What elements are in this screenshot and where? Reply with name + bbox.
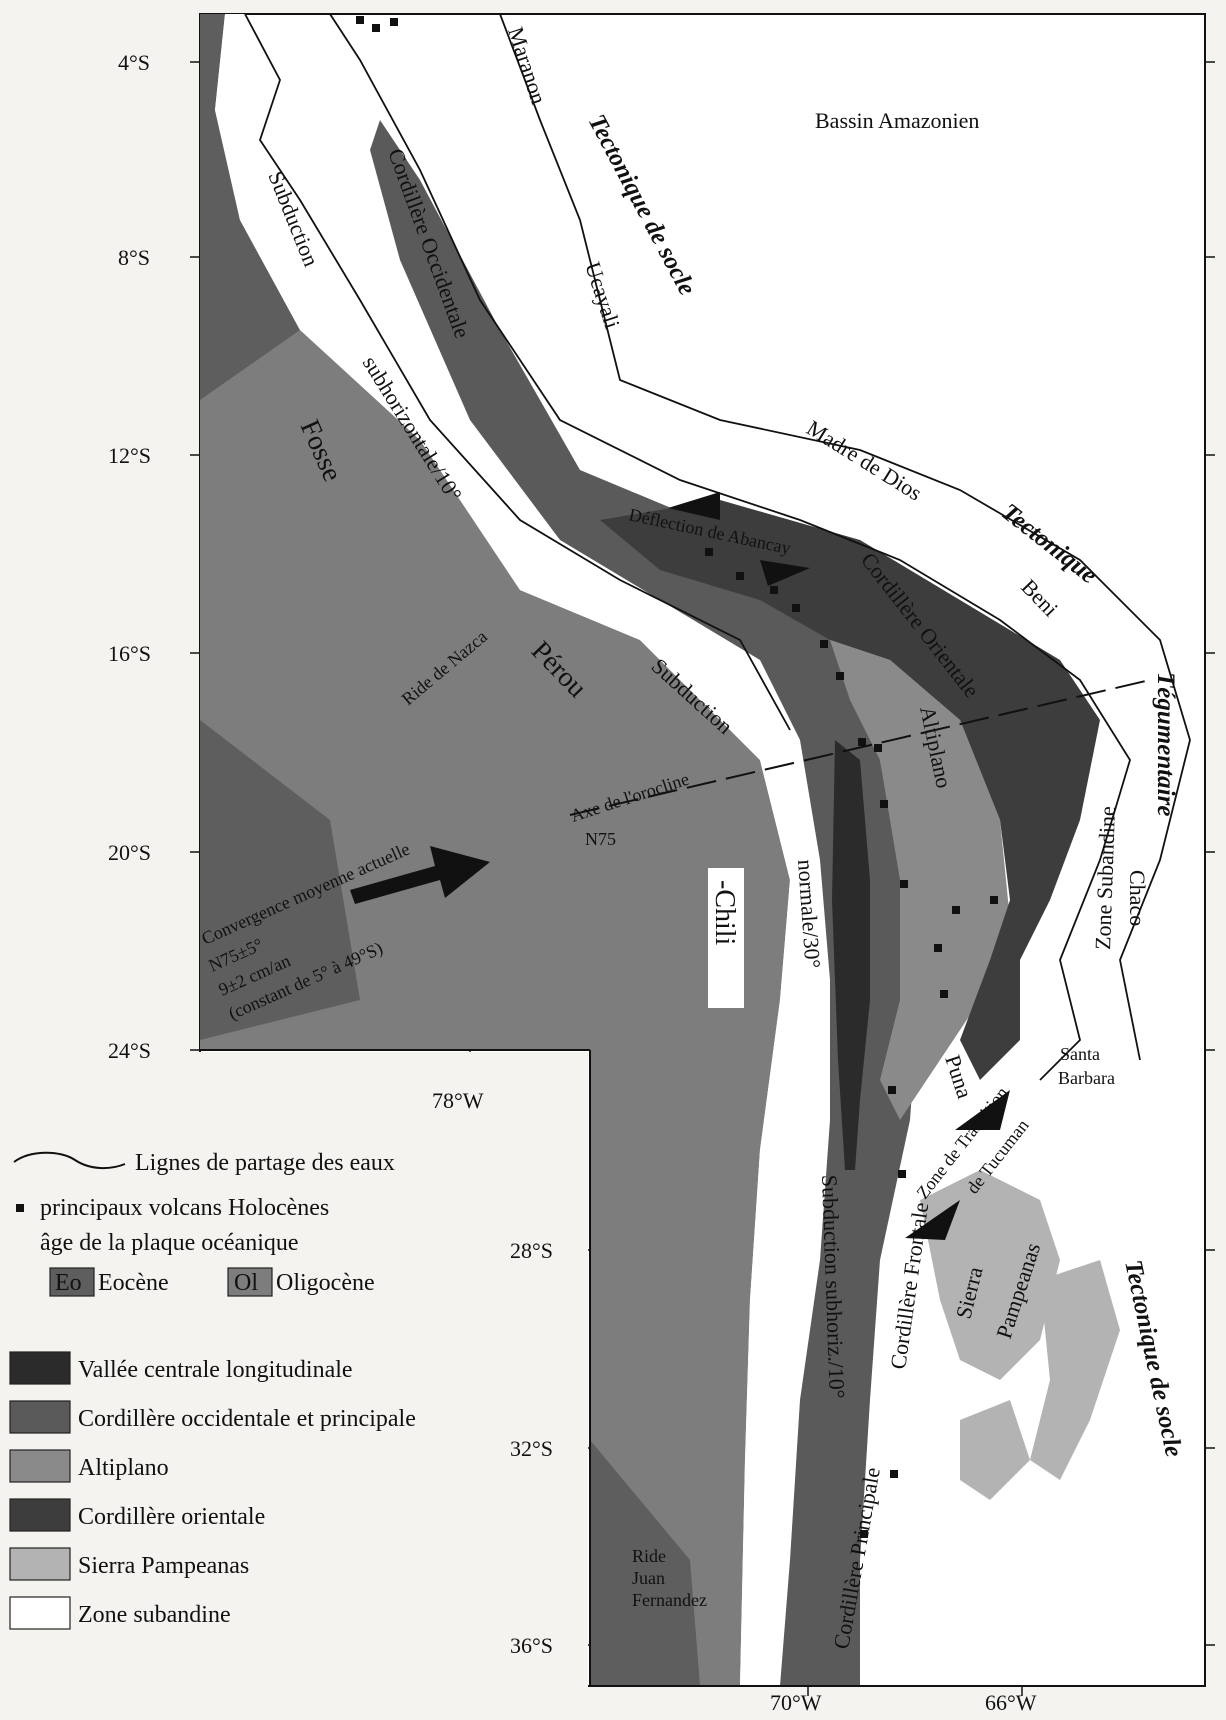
legend-unit-swatch-5	[9, 1596, 71, 1630]
legend-unit-swatch-1	[9, 1400, 71, 1434]
deflection-arrow-right	[760, 560, 810, 586]
legend-unit-swatch-3	[9, 1498, 71, 1532]
cordillera-occidentale	[370, 120, 920, 1686]
trench-strip	[215, 14, 820, 1686]
chili-label-box	[708, 868, 744, 1008]
legend-unit-label-5: Zone subandine	[78, 1602, 231, 1628]
legend: Lignes de partage des eaux principaux vo…	[9, 1150, 416, 1630]
legend-unit-label-4: Sierra Pampeanas	[78, 1553, 249, 1579]
legend-area-bg	[0, 1052, 588, 1715]
central-valley	[832, 740, 870, 1170]
legend-watershed-label: Lignes de partage des eaux	[135, 1150, 395, 1176]
watershed-line-coast	[244, 13, 791, 731]
label-bassin-amazonien: Bassin Amazonien	[815, 108, 979, 133]
legend-units: Vallée centrale longitudinaleCordillère …	[9, 1351, 416, 1630]
lat-label-28s: 28°S	[510, 1238, 553, 1263]
volcano-markers	[356, 16, 998, 1538]
deflection-arrow-left	[668, 492, 720, 520]
legend-unit-label-3: Cordillère orientale	[78, 1504, 265, 1530]
orocline-axis	[569, 679, 1151, 816]
oceanic-plate-eocene-sw	[200, 720, 360, 1040]
legend-ol-swatch	[227, 1267, 273, 1297]
legend-plate-age-label: âge de la plaque océanique	[40, 1230, 299, 1256]
legend-ol-code: Ol	[234, 1270, 258, 1296]
label-chaco: Chaco	[1125, 870, 1150, 926]
lat-label-20s: 20°S	[108, 840, 151, 865]
label-barbara: Barbara	[1058, 1068, 1115, 1088]
legend-ol-label: Oligocène	[276, 1270, 375, 1296]
sierra-pampeanas-3	[960, 1400, 1030, 1500]
watershed-line-east	[499, 13, 1191, 1061]
legend-unit-swatch-0	[9, 1351, 71, 1385]
legend-unit-label-1: Cordillère occidentale et principale	[78, 1406, 416, 1432]
oceanic-plate-eocene-s	[590, 1440, 700, 1686]
legend-watershed-symbol	[13, 1151, 126, 1170]
lat-label-12s: 12°S	[108, 443, 151, 468]
lat-label-24s: 24°S	[108, 1038, 151, 1063]
altiplano	[830, 640, 1010, 1120]
label-ride-juan-3: Fernandez	[632, 1590, 707, 1610]
sierra-pampeanas	[920, 1170, 1060, 1380]
label-chili: -Chili	[709, 880, 740, 946]
tucuman-arrow-lower	[905, 1200, 960, 1240]
label-ride-juan-2: Juan	[632, 1568, 665, 1588]
convergence-arrow	[350, 846, 490, 904]
lon-label-78w: 78°W	[432, 1088, 484, 1113]
legend-eo-label: Eocène	[98, 1270, 169, 1296]
lat-label-4s: 4°S	[118, 50, 150, 75]
legend-volcano-symbol	[16, 1204, 24, 1212]
watershed-line-inner	[329, 13, 1131, 1081]
label-zone-subandine: Zone Subandine	[1090, 806, 1120, 950]
legend-volcanoes-label: principaux volcans Holocènes	[40, 1195, 329, 1221]
legend-eo-code: Eo	[55, 1270, 82, 1296]
label-ride-juan-1: Ride	[632, 1546, 666, 1566]
lon-label-66w: 66°W	[985, 1690, 1037, 1715]
lat-label-36s: 36°S	[510, 1633, 553, 1658]
lat-label-16s: 16°S	[108, 641, 151, 666]
label-tegumentaire: Tégumentaire	[1152, 672, 1179, 816]
legend-eo-swatch	[49, 1267, 95, 1297]
legend-unit-label-2: Altiplano	[78, 1455, 169, 1481]
lat-label-32s: 32°S	[510, 1436, 553, 1461]
legend-unit-label-0: Vallée centrale longitudinale	[78, 1357, 353, 1383]
lon-label-70w: 70°W	[770, 1690, 822, 1715]
lat-label-8s: 8°S	[118, 245, 150, 270]
oceanic-plate-eocene	[200, 14, 300, 400]
sierra-pampeanas-2	[1030, 1260, 1120, 1480]
oceanic-plate-oligocene	[200, 320, 790, 1686]
label-santa: Santa	[1060, 1044, 1100, 1064]
legend-unit-swatch-4	[9, 1547, 71, 1581]
tucuman-arrow-upper	[955, 1090, 1010, 1130]
legend-unit-swatch-2	[9, 1449, 71, 1483]
cordillera-orientale	[600, 500, 1100, 1080]
label-n75: N75	[585, 829, 616, 849]
